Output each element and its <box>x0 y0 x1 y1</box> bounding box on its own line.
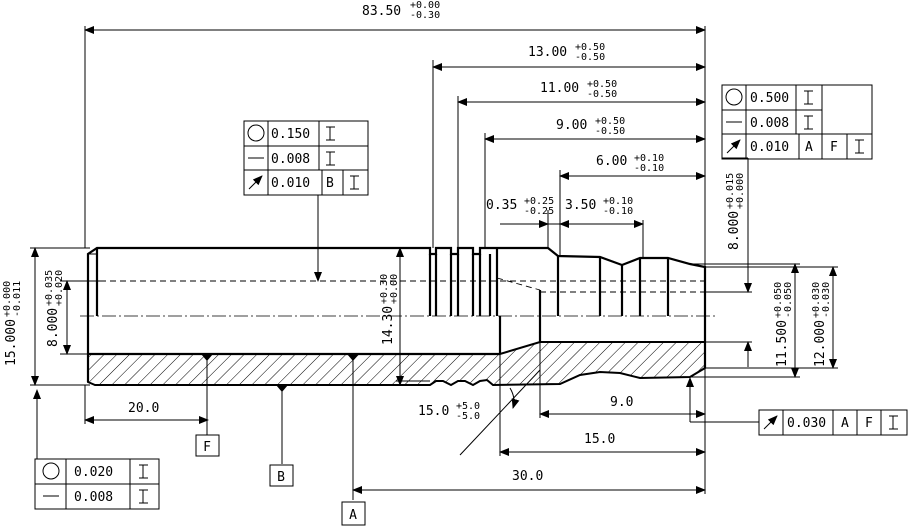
dim-350-lower: -0.10 <box>603 206 633 217</box>
fcf-br-row1-datum2: F <box>865 416 873 431</box>
modifier-icon <box>889 415 898 430</box>
fcf-bottom-right: 0.030 A F <box>758 409 908 436</box>
fcf-bl-row2-value: 0.008 <box>74 490 113 505</box>
datum-a-label: A <box>349 508 357 523</box>
dim-overall-lower: -0.30 <box>410 10 440 21</box>
runout-icon <box>726 139 741 154</box>
fcf-tr-row3-datum2: F <box>830 140 838 155</box>
datum-targets <box>201 354 359 392</box>
len-15: 15.0 <box>584 432 615 447</box>
runout-icon <box>248 175 263 190</box>
circularity-icon <box>725 88 743 106</box>
datum-b: B <box>269 464 294 487</box>
dia-bore-right-lower: +0.000 <box>735 173 746 209</box>
dim-overall-upper: +0.00 <box>410 0 440 11</box>
fcf-bl-row1-value: 0.020 <box>74 465 113 480</box>
dim-350-value: 3.50 <box>565 198 596 213</box>
fcf-br-row1-value: 0.030 <box>787 416 826 431</box>
fcf-tr-row2-value: 0.008 <box>750 116 789 131</box>
dia-bore-left-lower: +0.020 <box>54 270 65 306</box>
dia-12-value: 12.000 <box>813 320 828 367</box>
dia-outer-value: 15.000 <box>4 319 19 366</box>
fcf-tr-row3-datum1: A <box>805 140 813 155</box>
dim-035-upper: +0.25 <box>524 196 554 207</box>
angle-15-value: 15.0 <box>418 404 449 419</box>
dim-6-value: 6.00 <box>596 154 627 169</box>
dim-11-value: 11.00 <box>540 81 579 96</box>
dim-9-upper: +0.50 <box>595 116 625 127</box>
fcf-bottom-left: 0.020 0.008 <box>34 458 160 510</box>
part-outline <box>86 246 707 387</box>
dia-outer-lower: -0.011 <box>12 281 23 317</box>
dim-13-value: 13.00 <box>528 45 567 60</box>
datum-a: A <box>341 501 366 526</box>
dimension-lines <box>30 26 838 494</box>
fcf-tl-row3-datum: B <box>326 176 334 191</box>
dim-035-lower: -0.25 <box>524 206 554 217</box>
dimension-texts: 83.50 +0.00 -0.30 13.00 +0.50 -0.50 11.0… <box>2 0 832 484</box>
dim-13-lower: -0.50 <box>575 52 605 63</box>
datum-b-label: B <box>277 470 285 485</box>
dia-bore-left-value: 8.000 <box>46 308 61 347</box>
dim-9-value: 9.00 <box>556 118 587 133</box>
runout-icon <box>763 415 778 430</box>
dia-outer-upper: +0.000 <box>2 281 13 317</box>
fcf-tl-row1-value: 0.150 <box>271 127 310 142</box>
fcf-br-row1-datum1: A <box>841 416 849 431</box>
dim-11-upper: +0.50 <box>587 79 617 90</box>
dia-12-lower: -0.030 <box>821 282 832 318</box>
modifier-icon <box>804 90 864 154</box>
dim-6-upper: +0.10 <box>634 153 664 164</box>
datum-f-label: F <box>203 440 211 455</box>
dia-1150-value: 11.500 <box>775 320 790 367</box>
dim-350-upper: +0.10 <box>603 196 633 207</box>
hidden-taper <box>496 277 541 291</box>
circularity-icon <box>247 124 265 142</box>
dia-bore-left-upper: +0.035 <box>44 270 55 306</box>
dim-13-upper: +0.50 <box>575 42 605 53</box>
dia-bore-right-value: 8.000 <box>727 211 742 250</box>
dim-035-value: 0.35 <box>486 198 517 213</box>
dia-1150-upper: +0.050 <box>773 282 784 318</box>
leader-lines <box>33 157 759 500</box>
fcf-top-left: 0.150 0.008 0.010 B <box>243 120 369 196</box>
modifier-icon <box>326 126 359 190</box>
dim-11-lower: -0.50 <box>587 89 617 100</box>
dim-9-lower: -0.50 <box>595 126 625 137</box>
angle-15-lower: -5.0 <box>456 411 480 422</box>
fcf-top-right: 0.500 0.008 0.010 A F <box>721 84 873 160</box>
dia-12-upper: +0.030 <box>811 282 822 318</box>
fcf-tl-row3-value: 0.010 <box>271 176 310 191</box>
section-hatching <box>87 341 706 387</box>
datum-f: F <box>195 434 220 457</box>
circularity-icon <box>42 462 60 480</box>
dia-1430-lower: +0.00 <box>389 274 400 304</box>
grooves <box>428 254 492 316</box>
upper-profile <box>86 246 707 382</box>
len-9: 9.0 <box>610 395 633 410</box>
len-30: 30.0 <box>512 469 543 484</box>
fcf-tl-row2-value: 0.008 <box>271 152 310 167</box>
dia-1150-lower: -0.050 <box>783 282 794 318</box>
dim-overall-value: 83.50 <box>362 4 401 19</box>
fcf-tr-row1-value: 0.500 <box>750 91 789 106</box>
fcf-tr-row3-value: 0.010 <box>750 140 789 155</box>
dia-1430-value: 14.30 <box>381 306 396 345</box>
dim-6-lower: -0.10 <box>634 163 664 174</box>
dia-1430-upper: +0.30 <box>379 274 390 304</box>
dia-bore-right-upper: +0.015 <box>725 173 736 209</box>
len-20: 20.0 <box>128 401 159 416</box>
modifier-icon <box>139 464 148 504</box>
angle-15-upper: +5.0 <box>456 401 480 412</box>
